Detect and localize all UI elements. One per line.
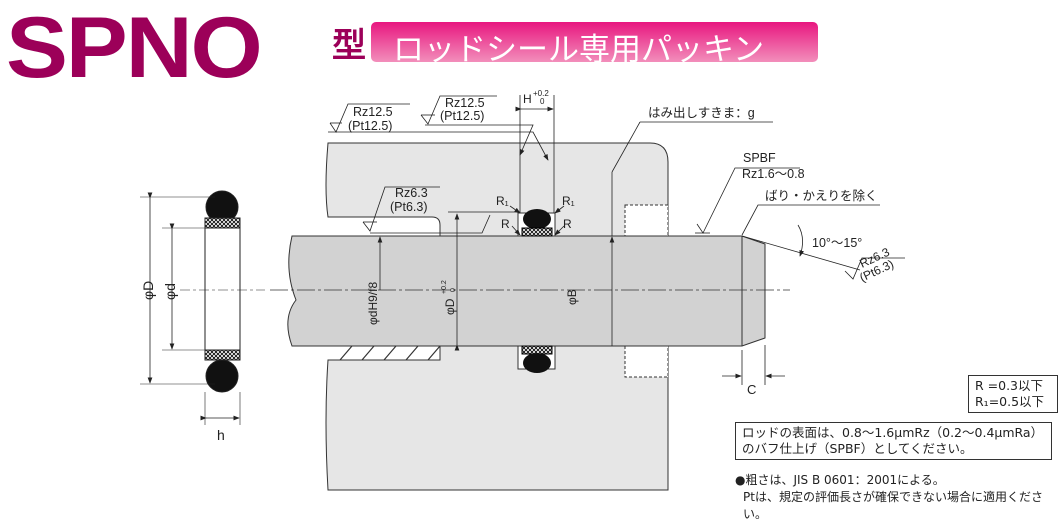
- groove-tol-upper: +0.2: [533, 89, 549, 98]
- rod-finish-label: Rz1.6～0.8: [742, 167, 805, 181]
- model-suffix: 型: [332, 27, 366, 65]
- backup-ring-bottom: [624, 345, 669, 378]
- groove-dia-dim: φD: [443, 298, 457, 315]
- groove-dia-tol-lower: 0: [450, 288, 457, 292]
- r-label: R: [563, 217, 572, 231]
- radius-r1-note: R₁=0.5以下: [975, 394, 1045, 409]
- groove-dia-tol-upper: +0.2: [441, 280, 448, 294]
- backup-ring-top: [624, 204, 669, 237]
- deburr-label: ばり・かえりを除く: [765, 188, 878, 203]
- r1-label: R₁: [496, 194, 509, 208]
- groove-width: H: [523, 92, 532, 106]
- radius-note-box: R =0.3以下 R₁=0.5以下: [968, 375, 1058, 413]
- chamfer-dim: C: [747, 382, 756, 397]
- seal-outer-dim: φD: [140, 281, 156, 300]
- r-label: R: [501, 217, 510, 231]
- pt-note: Ptは、規定の評価長さが確保できない場合に適用ください。: [743, 490, 1043, 521]
- seal-section-view: [140, 190, 265, 425]
- seal-groove-diagram: φD φd h Rz12.5 (Pt12.5) Rz12.5 (Pt12.5) …: [140, 89, 905, 491]
- surface-label: (Pt12.5): [440, 109, 484, 123]
- chamfer-angle: 10°～15°: [812, 236, 862, 250]
- rod-surface-note: のバフ仕上げ（SPBF）としてください。: [742, 441, 973, 456]
- roughness-standard-note: ●粗さは、JIS B 0601：2001による。: [735, 473, 945, 487]
- rod-surface-note-box: ロッドの表面は、0.8～1.6μmRz（0.2～0.4μmRa） のバフ仕上げ（…: [735, 422, 1052, 460]
- surface-label: (Pt12.5): [348, 119, 392, 133]
- extrusion-gap-label: はみ出しすきま：g: [648, 106, 755, 120]
- seal-bottom: [521, 345, 553, 373]
- model-title: SPNO: [6, 0, 263, 96]
- subtitle: ロッドシール専用パッキン: [393, 32, 765, 68]
- groove-tol-lower: 0: [540, 97, 545, 106]
- rod-surface-note: ロッドの表面は、0.8～1.6μmRz（0.2～0.4μmRa）: [742, 425, 1044, 440]
- seal-height-dim: h: [217, 427, 225, 443]
- surface-label: (Pt6.3): [390, 200, 428, 214]
- subtitle-banner: ロッドシール専用パッキン: [371, 22, 818, 68]
- seal-top: [521, 209, 553, 237]
- radius-r-note: R =0.3以下: [975, 378, 1044, 393]
- surface-label: Rz6.3: [395, 186, 428, 200]
- r1-label: R₁: [562, 194, 575, 208]
- seal-inner-dim: φd: [162, 283, 178, 300]
- rod: [287, 235, 766, 347]
- rod-dim: φdH9/f8: [366, 282, 380, 325]
- bore-dim: φB: [565, 289, 579, 305]
- rod-finish-label: SPBF: [743, 151, 776, 165]
- surface-label: Rz12.5: [445, 96, 485, 110]
- surface-label: Rz12.5: [353, 105, 393, 119]
